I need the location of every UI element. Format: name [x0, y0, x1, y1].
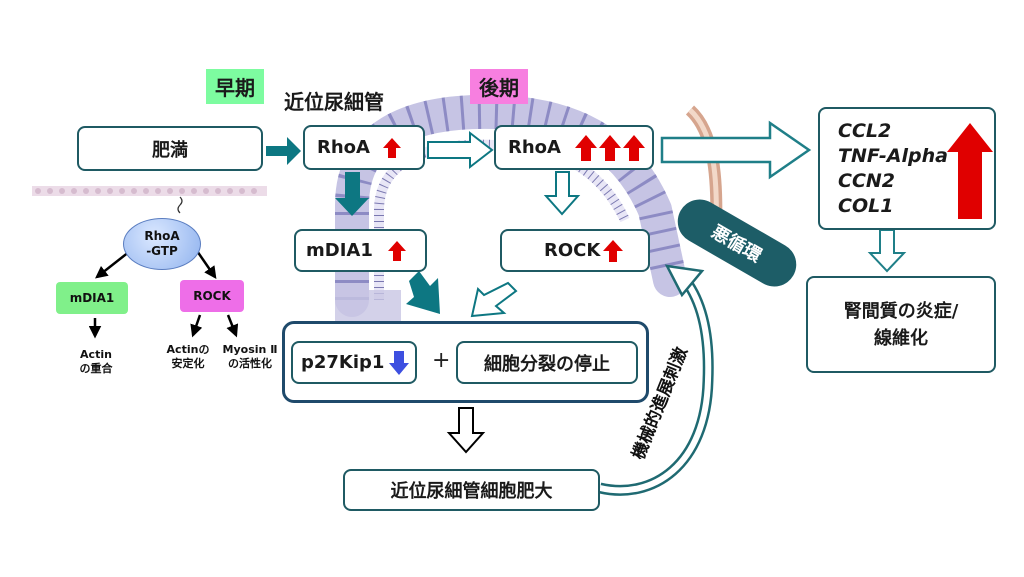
genes-box: CCL2 TNF-Alpha CCN2 COL1 — [818, 107, 996, 230]
actin-line2: の重合 — [79, 362, 113, 375]
large-up-arrow-icon — [947, 123, 993, 219]
up-arrow-icon — [382, 137, 401, 158]
gene-ccl2: CCL2 — [838, 120, 892, 142]
plus-sign: + — [432, 348, 451, 373]
pathway-rock-node: ROCK — [180, 280, 244, 312]
late-phase-tag: 後期 — [470, 69, 528, 104]
gene-col1: COL1 — [838, 195, 894, 217]
gene-tnf-alpha: TNF-Alpha — [838, 145, 948, 167]
mdia1-label: mDIA1 — [306, 240, 373, 261]
pathway-mdia1-node: mDIA1 — [56, 282, 128, 314]
actin-stabilization-label: Actinの 安定化 — [160, 343, 216, 371]
pathway-mdia1-label: mDIA1 — [69, 291, 115, 305]
p27kip1-box: p27Kip1 — [291, 341, 417, 384]
rock-to-actin-line — [190, 314, 203, 338]
mechanical-feedback-arrowhead — [664, 264, 705, 298]
rock-box: ROCK — [500, 229, 650, 272]
early-phase-tag: 早期 — [206, 69, 264, 104]
rhoa-to-rock-arrow — [543, 171, 581, 216]
hypertrophy-box: 近位尿細管細胞肥大 — [343, 469, 600, 511]
rhoa-late-box: RhoA — [494, 125, 654, 170]
rhoa-early-label: RhoA — [317, 137, 370, 158]
actin-polymerization-label: Actin の重合 — [70, 348, 122, 376]
triple-up-arrow-icon — [574, 134, 645, 161]
up-arrow-icon — [387, 240, 406, 261]
inflammation-label-line1: 腎間質の炎症/ — [843, 300, 959, 322]
rhoa-early-box: RhoA — [303, 125, 425, 170]
rock-to-myosin-line — [226, 314, 239, 338]
up-arrow-icon — [603, 239, 624, 262]
rhoa-gtp-line2: -GTP — [146, 244, 178, 258]
inflammation-label-line2: 線維化 — [874, 327, 928, 349]
gene-ccn2: CCN2 — [838, 170, 896, 192]
down-arrow-icon — [389, 350, 410, 375]
obesity-label: 肥満 — [152, 139, 188, 161]
rock-label: ROCK — [544, 240, 601, 261]
rhoa-to-genes-arrow — [660, 120, 812, 180]
actin-stab-line1: Actinの — [166, 343, 210, 356]
mdia1-to-group-arrow — [406, 271, 440, 314]
genes-to-inflammation-arrow — [867, 229, 907, 273]
group-to-hypertrophy-arrow — [446, 407, 486, 454]
myosin-line1: Myosin Ⅱ — [222, 343, 278, 356]
rhoa-late-label: RhoA — [508, 137, 561, 158]
rhoa-early-to-late-arrow — [427, 130, 494, 170]
rhoa-to-mdia1-arrow — [335, 172, 369, 216]
pathway-rock-label: ROCK — [193, 289, 231, 303]
hypertrophy-label: 近位尿細管細胞肥大 — [390, 481, 553, 502]
actin-line1: Actin — [80, 348, 112, 361]
cell-division-stop-label: 細胞分裂の停止 — [484, 353, 610, 375]
cell-membrane-strip — [32, 186, 267, 214]
rock-to-group-arrow — [470, 281, 518, 318]
tubule-label: 近位尿細管 — [284, 90, 384, 114]
rhoa-gtp-node: RhoA -GTP — [123, 218, 201, 270]
mdia1-box: mDIA1 — [294, 229, 427, 272]
actin-stab-line2: 安定化 — [171, 357, 205, 370]
inflammation-fibrosis-box: 腎間質の炎症/ 線維化 — [806, 276, 996, 373]
myosin-line2: の活性化 — [228, 357, 272, 370]
myosin-activation-label: Myosin Ⅱ の活性化 — [220, 343, 280, 371]
cell-division-stop-box: 細胞分裂の停止 — [456, 341, 638, 384]
p27kip1-label: p27Kip1 — [301, 352, 385, 373]
obesity-to-rhoa-arrow — [266, 137, 301, 165]
rhoa-gtp-line1: RhoA — [144, 229, 180, 243]
obesity-box: 肥満 — [77, 126, 263, 171]
